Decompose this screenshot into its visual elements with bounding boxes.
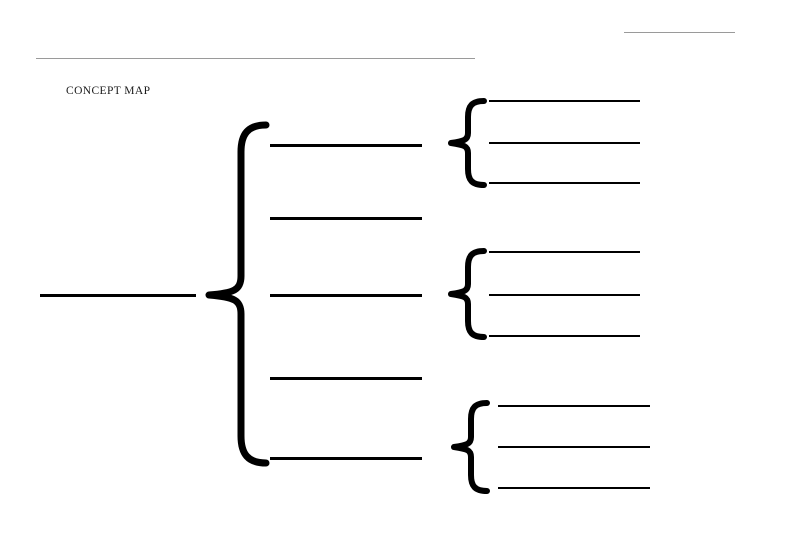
- branch-line-4[interactable]: [270, 377, 422, 380]
- title-rule: [36, 58, 475, 59]
- sub-line-3-1[interactable]: [498, 405, 650, 407]
- sub-line-3-2[interactable]: [498, 446, 650, 448]
- sub-line-3-3[interactable]: [498, 487, 650, 489]
- sub-line-2-3[interactable]: [489, 335, 640, 337]
- sub-brace-3: [451, 400, 490, 494]
- sub-line-1-3[interactable]: [489, 182, 640, 184]
- main-brace: [205, 121, 270, 467]
- sub-brace-1: [448, 98, 487, 188]
- sub-line-1-1[interactable]: [489, 100, 640, 102]
- sub-line-2-2[interactable]: [489, 294, 640, 296]
- branch-line-1[interactable]: [270, 144, 422, 147]
- branch-line-3[interactable]: [270, 294, 422, 297]
- page-title: CONCEPT MAP: [66, 85, 151, 97]
- root-topic-line[interactable]: [40, 294, 196, 297]
- sub-brace-2: [448, 248, 487, 340]
- sub-line-2-1[interactable]: [489, 251, 640, 253]
- branch-line-5[interactable]: [270, 457, 422, 460]
- corner-rule: [624, 32, 735, 33]
- branch-line-2[interactable]: [270, 217, 422, 220]
- sub-line-1-2[interactable]: [489, 142, 640, 144]
